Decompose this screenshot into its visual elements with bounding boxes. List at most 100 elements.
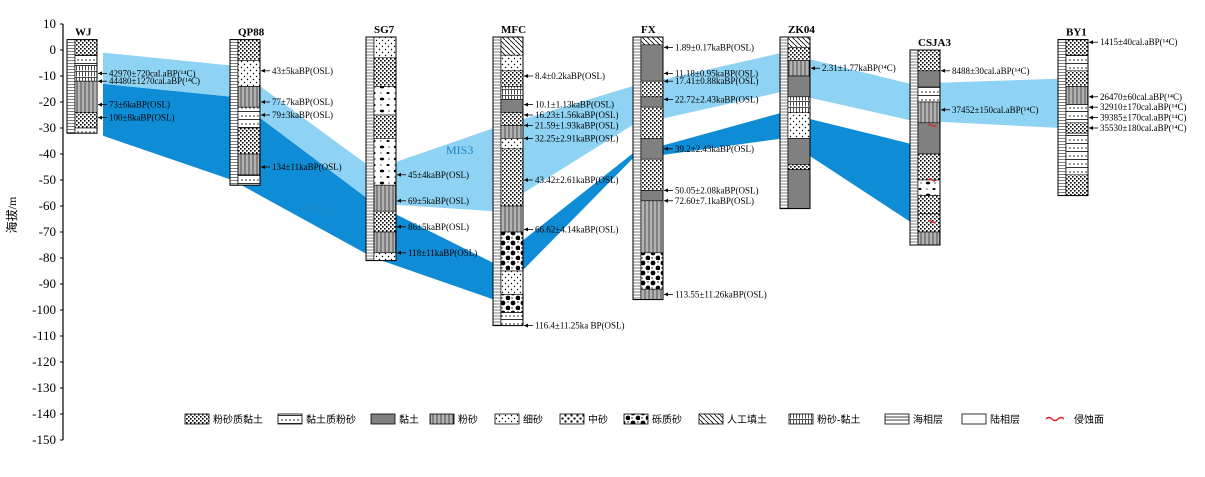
layer-silty-clay: [373, 57, 397, 87]
layer-silt: [917, 101, 941, 124]
layer-clayey-silt: [1065, 104, 1089, 124]
age-date-label: 37452±150cal.aBP(¹⁴C): [952, 105, 1039, 115]
layer-artificial-fill: [640, 36, 664, 46]
arrow-head: [524, 102, 528, 107]
arrow-head: [664, 71, 668, 76]
column-outline: [492, 36, 524, 327]
age-date-label: 72.60±7.1kaBP(OSL): [675, 196, 754, 206]
erosion-mark: [927, 178, 937, 182]
y-tick-label: 0: [50, 42, 57, 57]
y-tick-label: -10: [39, 68, 56, 83]
facies-marker-bar: [66, 39, 76, 134]
arrow-head: [397, 198, 401, 203]
layer-silt: [237, 86, 261, 108]
column-outline: [779, 36, 811, 210]
facies-marker-bar: [229, 39, 239, 186]
arrow-head: [261, 68, 265, 73]
legend-item-marine-layer: 海相层: [884, 413, 943, 426]
layer-silty-clay: [640, 106, 664, 139]
y-tick-label: -80: [39, 250, 56, 265]
layer-silt: [640, 288, 664, 300]
legend-item-terrestrial-layer: 陆相层: [961, 413, 1020, 426]
layer-artificial-fill: [787, 36, 811, 48]
legend-label: 细砂: [523, 413, 543, 426]
age-date-label: 86±5kaBP(OSL): [408, 222, 469, 232]
layer-pebbly: [373, 138, 397, 186]
layer-clay: [640, 44, 664, 82]
facies-marker-bar: [632, 36, 642, 301]
column-outline: [909, 49, 941, 246]
layer-fine-sand: [787, 112, 811, 139]
y-axis-label: 海拔/m: [4, 196, 19, 233]
gravelly-sand-icon: [623, 413, 649, 425]
y-tick-label: -70: [39, 224, 56, 239]
layer-silt-clay: [787, 96, 811, 113]
age-date-label: 118±11kaBP(OSL): [408, 248, 477, 258]
arrow-head: [941, 68, 945, 73]
arrow-head: [524, 227, 528, 232]
arrow-head: [261, 100, 265, 104]
age-date-label: 8488±30cal.aBP(¹⁴C): [952, 66, 1030, 76]
layer-silty-clay: [640, 158, 664, 191]
layer-silty-clay: [917, 153, 941, 181]
arrow-head: [1089, 115, 1093, 120]
layer-clay: [917, 70, 941, 87]
borehole-wj: WJ42970±720cal.aBP(¹⁴C)44480±1270cal.aBP…: [66, 27, 200, 134]
legend-item-fine-sand: 细砂: [494, 413, 543, 426]
legend-label: 中砂: [588, 413, 608, 426]
age-date-label: 8.4±0.2kaBP(OSL): [535, 71, 605, 81]
silt-icon: [429, 413, 455, 425]
legend-item-clay: 黏土: [370, 413, 419, 426]
column-outline: [66, 39, 98, 134]
layer-silt: [640, 200, 664, 254]
layer-silty-clay: [500, 70, 524, 87]
layer-gravelly-sand: [640, 252, 664, 290]
y-tick-label: -130: [32, 380, 56, 395]
layer-clay: [640, 190, 664, 202]
arrow-head: [98, 102, 102, 107]
facies-marker-bar: [492, 36, 502, 327]
borehole-name: BY1: [1066, 27, 1087, 39]
y-tick-label: -90: [39, 276, 56, 291]
age-date-label: 32910±170cal.aBP(¹⁴C): [1100, 102, 1187, 112]
y-tick-label: -50: [39, 172, 56, 187]
age-date-label: 10.1±1.13kaBP(OSL): [535, 100, 614, 110]
arrow-head: [524, 113, 528, 117]
legend-item-medium-sand: 中砂: [559, 413, 608, 426]
age-date-label: 42970±720cal.aBP(¹⁴C): [109, 68, 196, 78]
arrow-head: [524, 123, 528, 128]
legend-item-gravelly-sand: 砾质砂: [623, 413, 682, 426]
clay-icon: [370, 413, 396, 425]
layer-silty-clay: [1065, 39, 1089, 56]
age-date-label: 44480±1270cal.aBP(¹⁴C): [109, 76, 200, 86]
column-outline: [632, 36, 664, 301]
layer-silty-clay: [917, 195, 941, 215]
layer-silty-clay: [237, 127, 261, 155]
arrow-head: [261, 113, 265, 117]
layer-silt: [373, 184, 397, 212]
age-date-label: 39.2±2.43kaBP(OSL): [675, 144, 754, 154]
arrow-head: [664, 45, 668, 50]
arrow-head: [664, 146, 668, 151]
layer-clayey-silt: [1065, 132, 1089, 176]
y-tick-label: -60: [39, 198, 56, 213]
arrow-head: [524, 136, 528, 141]
age-date-label: 45±4kaBP(OSL): [408, 170, 469, 180]
layer-gravelly-sand: [500, 294, 524, 313]
age-date-label: 17.41±0.88kaBP(OSL): [675, 76, 758, 86]
legend-item-silty-clay: 粉砂质黏土: [184, 413, 263, 426]
legend-item-artificial-fill: 人工填土: [698, 413, 767, 426]
layer-silt: [373, 231, 397, 254]
borehole-csja3: CSJA38488±30cal.aBP(¹⁴C)37452±150cal.aBP…: [909, 37, 1039, 246]
age-date-label: 21.59±1.93kaBP(OSL): [535, 120, 618, 130]
borehole-name: MFC: [501, 24, 526, 36]
zone-label-mis5: MIS5: [305, 201, 332, 215]
arrow-head: [524, 323, 528, 328]
legend-label: 粉砂质黏土: [213, 413, 263, 426]
legend-label: 侵蚀面: [1074, 413, 1104, 426]
layer-fine-sand: [237, 60, 261, 87]
age-date-label: 100±8kaBP(OSL): [109, 113, 174, 123]
layer-silt-clay: [74, 65, 98, 82]
artificial-fill-icon: [698, 413, 724, 425]
